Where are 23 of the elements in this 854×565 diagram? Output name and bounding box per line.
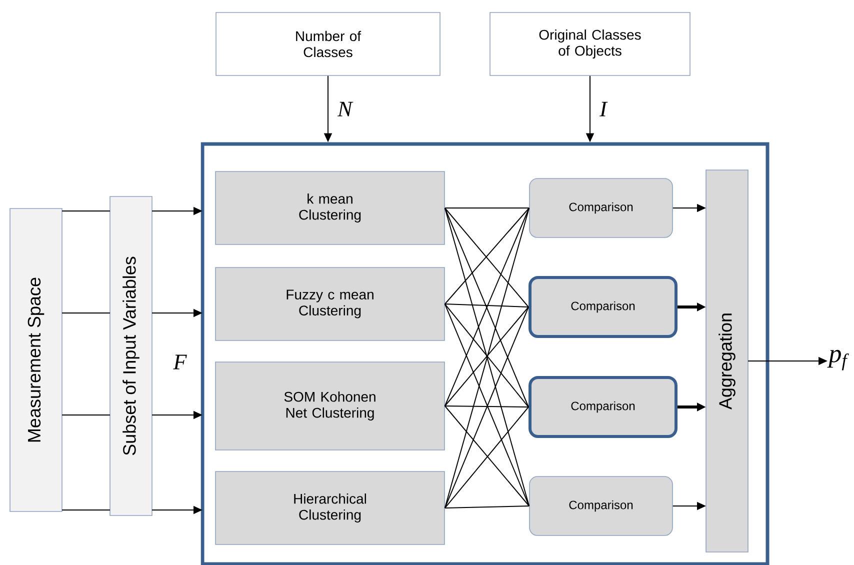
comparison-box: Comparison	[528, 276, 678, 338]
clustering-box: k mean Clustering	[215, 171, 445, 245]
comparison-box: Comparison	[529, 476, 673, 536]
connector-line	[62, 210, 110, 212]
vertical-box: Measurement Space	[10, 208, 62, 512]
clustering-box: Fuzzy c mean Clustering	[215, 267, 445, 341]
connector-line	[444, 304, 529, 308]
edge-label: I	[599, 102, 608, 116]
connector-line	[62, 312, 110, 314]
output-symbol: p$_{f}$	[827, 350, 849, 370]
edge-label: N	[337, 102, 354, 116]
connector-line	[62, 414, 110, 416]
aggregation-box: Aggregation	[706, 170, 748, 552]
clustering-box: Hierarchical Clustering	[215, 471, 445, 545]
connector-line	[444, 506, 530, 508]
input-box: Number of Classes	[216, 12, 440, 76]
comparison-box: Comparison	[528, 376, 678, 438]
variable-label: F	[173, 354, 187, 370]
clustering-box: SOM Kohonen Net Clustering	[215, 362, 445, 450]
input-box: Original Classes of Objects	[490, 12, 690, 76]
vertical-box: Subset of Input Variables	[110, 196, 152, 516]
connector-line	[444, 406, 529, 408]
comparison-box: Comparison	[529, 178, 673, 238]
